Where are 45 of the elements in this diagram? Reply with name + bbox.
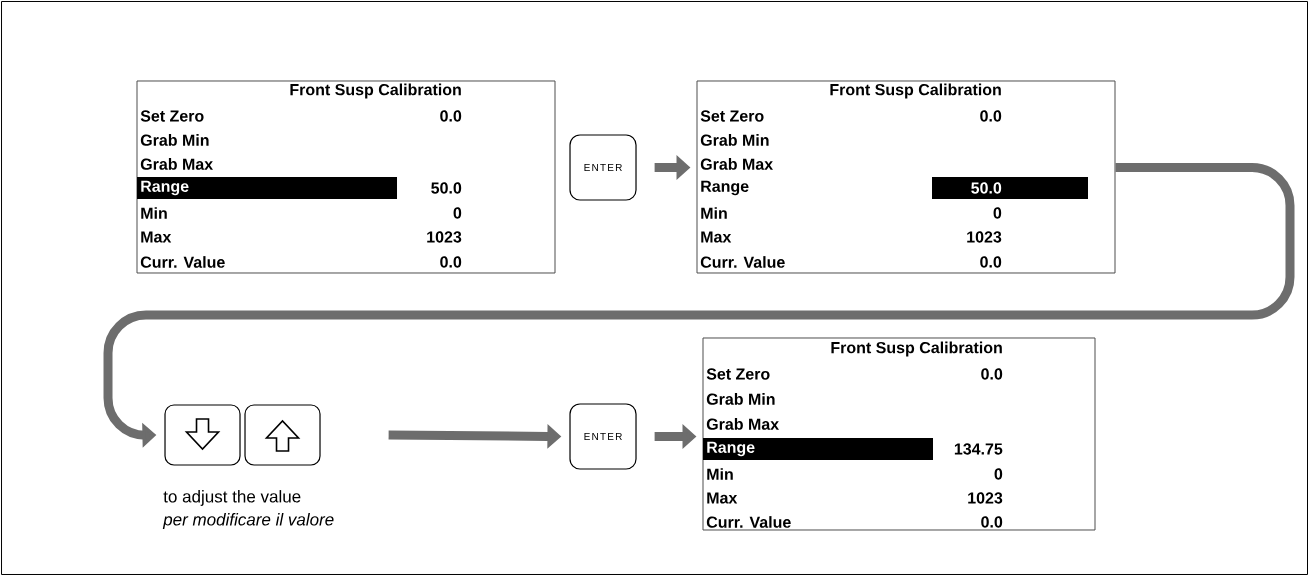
menu-value: 0.0 — [440, 110, 462, 122]
menu-item: Grab Max — [140, 158, 213, 170]
menu-value: 1023 — [427, 231, 462, 243]
down-key — [164, 404, 241, 466]
menu-item: Grab Max — [700, 158, 773, 170]
menu-value: 0.0 — [981, 516, 1003, 528]
menu-item: Max — [701, 231, 732, 243]
menu-value: 134.75 — [954, 443, 1003, 455]
up-key — [244, 404, 321, 466]
menu-item: Grab Min — [700, 134, 769, 146]
menu-value: 0 — [994, 468, 1003, 480]
enter-key: ENTER — [569, 403, 637, 470]
menu-item: Curr. Value — [140, 256, 225, 268]
menu-item: Set Zero — [706, 368, 770, 380]
screen-title: Front Susp Calibration — [830, 83, 1001, 99]
menu-value: 0.0 — [980, 110, 1002, 122]
menu-value: 1023 — [968, 492, 1003, 504]
menu-item: Max — [707, 492, 738, 504]
menu-value: 50.0 — [431, 182, 462, 194]
enter-key: ENTER — [569, 134, 637, 201]
menu-value: 0.0 — [981, 368, 1003, 380]
menu-item: Range — [701, 180, 749, 196]
caption-text: per modificare il valore — [162, 513, 334, 529]
menu-item: Min — [707, 468, 733, 480]
menu-item: Grab Max — [706, 418, 779, 430]
menu-item: Min — [701, 207, 727, 219]
menu-item: Min — [141, 207, 167, 219]
menu-item: Grab Min — [706, 393, 775, 405]
menu-item: Max — [141, 231, 172, 243]
highlighted-value: 50.0 — [932, 177, 1088, 199]
highlighted-item: Range — [137, 177, 397, 199]
menu-item: Curr. Value — [706, 516, 791, 528]
menu-value: 1023 — [967, 231, 1002, 243]
menu-item: Set Zero — [140, 110, 204, 122]
menu-value: 0 — [453, 207, 462, 219]
menu-value: 0.0 — [980, 256, 1002, 268]
menu-item: Set Zero — [700, 110, 764, 122]
screen-title: Front Susp Calibration — [831, 341, 1002, 357]
caption-text: to adjust the value — [163, 490, 301, 506]
menu-value: 0 — [993, 207, 1002, 219]
menu-item: Grab Min — [140, 134, 209, 146]
screen-title: Front Susp Calibration — [290, 83, 461, 99]
menu-item: Curr. Value — [700, 256, 785, 268]
highlighted-item: Range — [703, 438, 933, 460]
menu-value: 0.0 — [440, 256, 462, 268]
